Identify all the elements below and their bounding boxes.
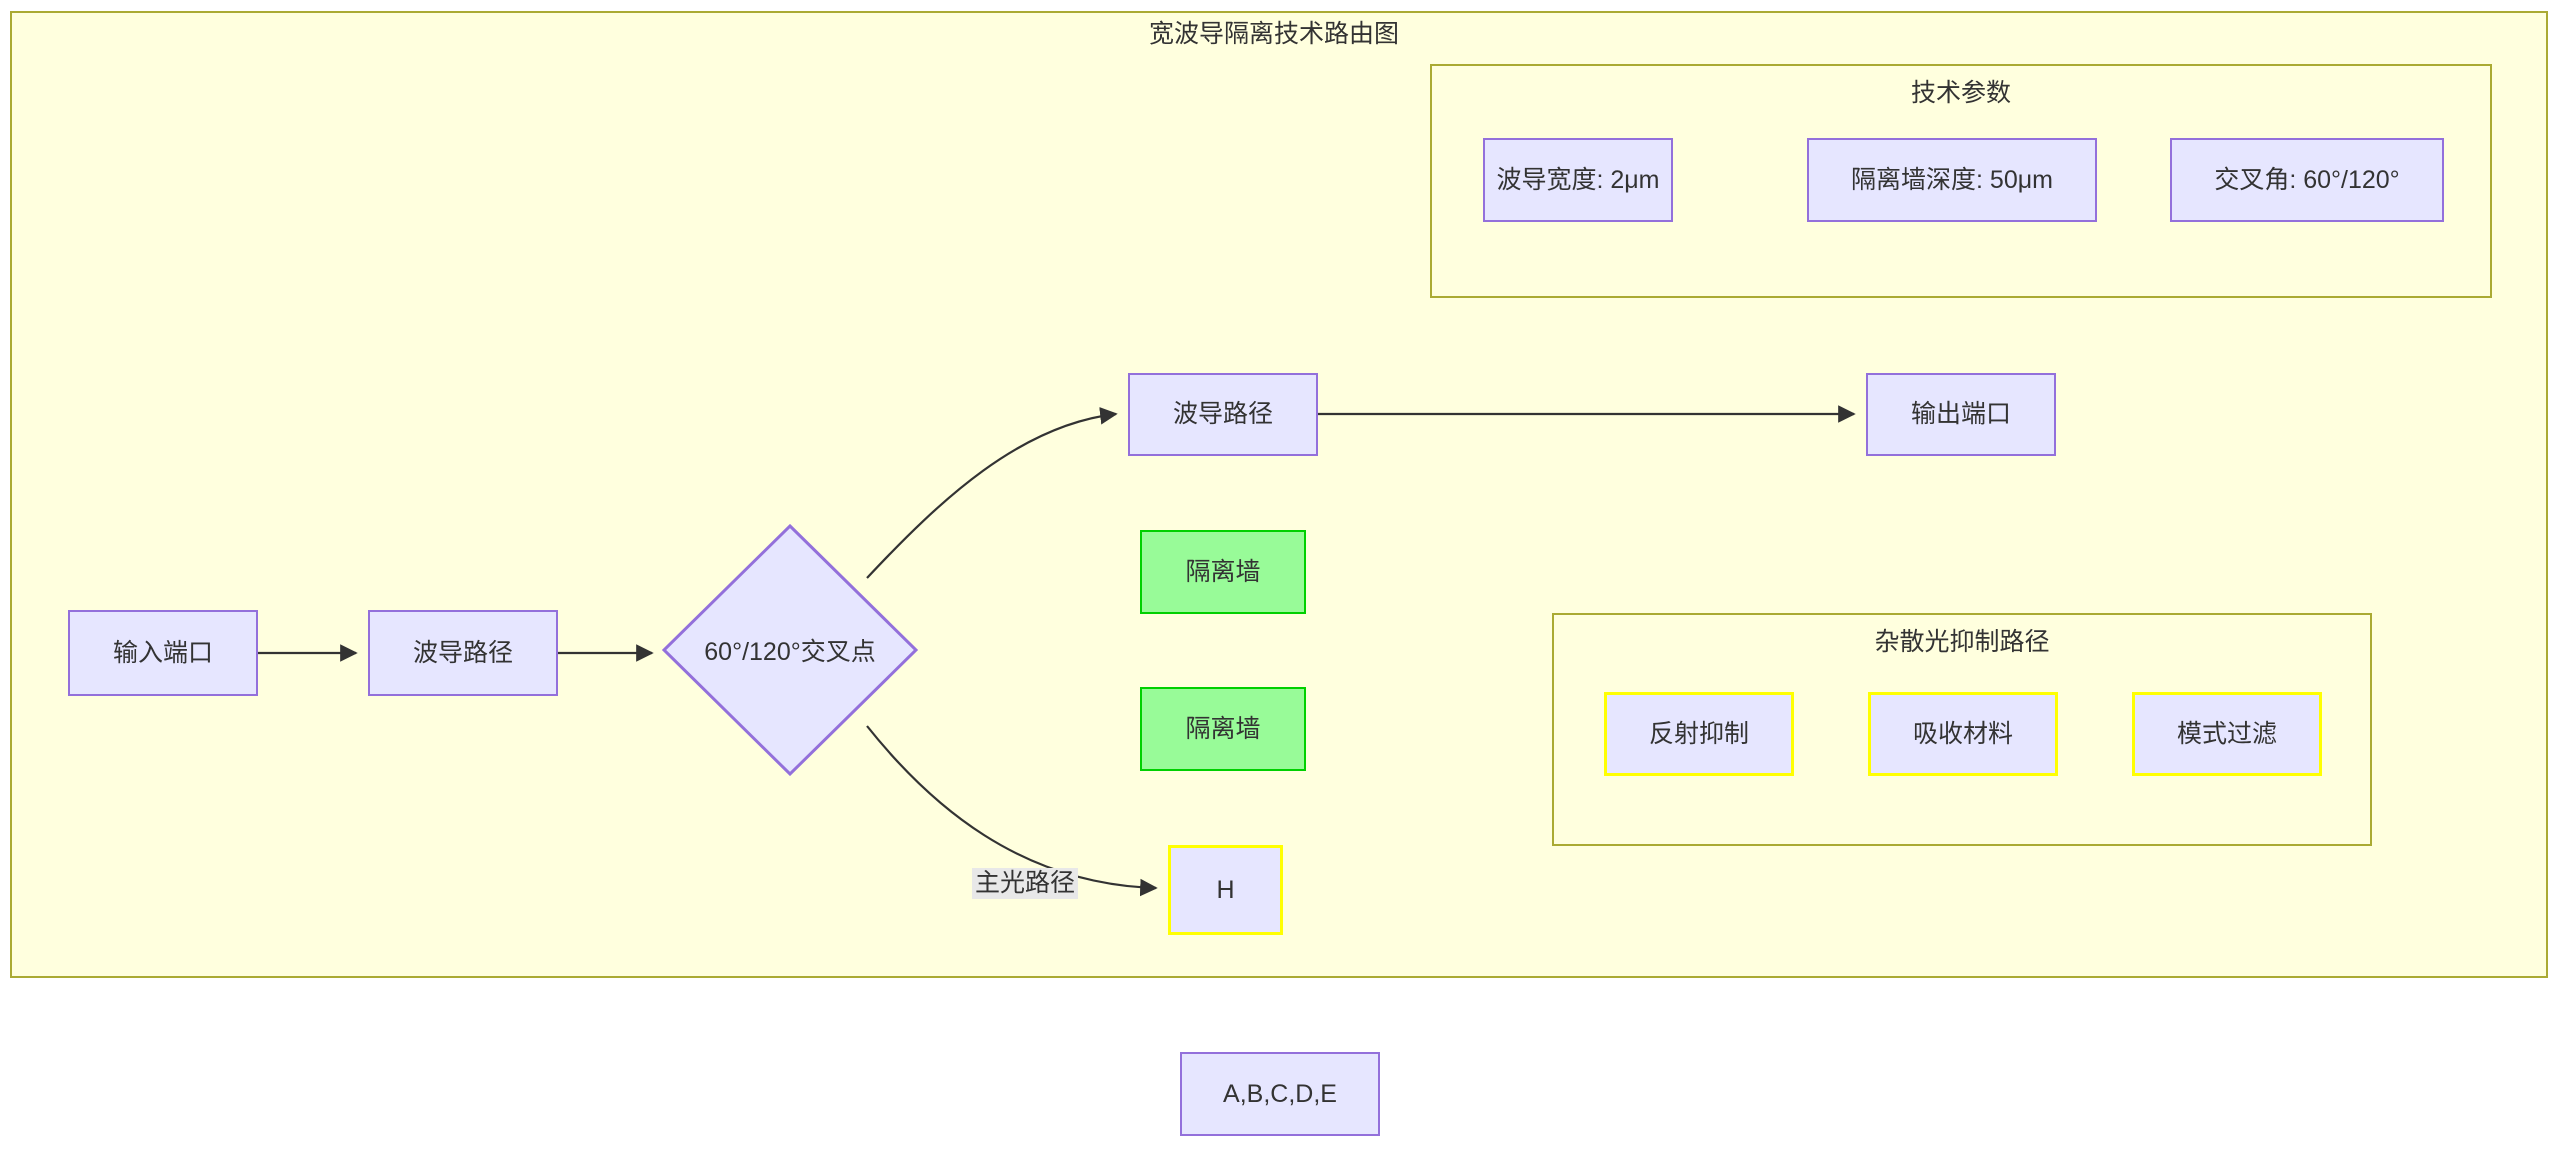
stray-light-reflection-suppression[interactable]: 反射抑制	[1604, 692, 1794, 776]
page-title: 宽波导隔离技术路由图	[1148, 20, 1399, 48]
tech-param-waveguide-width-label: 波导宽度: 2μm	[1496, 165, 1660, 194]
node-output-port[interactable]: 输出端口	[1866, 373, 2056, 456]
node-input-port[interactable]: 输入端口	[68, 610, 258, 696]
node-input-port-label: 输入端口	[112, 638, 213, 667]
node-isolation-wall-1[interactable]: 隔离墙	[1140, 530, 1306, 614]
node-crossing-point-label: 60°/120°交叉点	[704, 638, 876, 666]
node-legend-abcde-label: A,B,C,D,E	[1223, 1079, 1337, 1108]
stray-light-cluster-label: 杂散光抑制路径	[1874, 628, 2050, 656]
diamond-shape-icon	[662, 524, 918, 776]
node-h[interactable]: H	[1168, 845, 1283, 935]
tech-params-cluster-label: 技术参数	[1910, 79, 2011, 107]
node-isolation-wall-1-label: 隔离墙	[1185, 557, 1261, 586]
stray-light-reflection-suppression-label: 反射抑制	[1648, 719, 1749, 748]
node-crossing-point[interactable]: 60°/120°交叉点	[662, 524, 918, 776]
node-waveguide-path-upper[interactable]: 波导路径	[1128, 373, 1318, 456]
stray-light-absorbing-material[interactable]: 吸收材料	[1868, 692, 2058, 776]
node-waveguide-path-main[interactable]: 波导路径	[368, 610, 558, 696]
node-waveguide-path-main-label: 波导路径	[412, 638, 513, 667]
node-isolation-wall-2[interactable]: 隔离墙	[1140, 687, 1306, 771]
node-legend-abcde[interactable]: A,B,C,D,E	[1180, 1052, 1380, 1136]
stray-light-mode-filter[interactable]: 模式过滤	[2132, 692, 2322, 776]
tech-param-waveguide-width[interactable]: 波导宽度: 2μm	[1483, 138, 1673, 222]
stray-light-absorbing-material-label: 吸收材料	[1912, 719, 2013, 748]
edge-label-main-light-path: 主光路径	[972, 868, 1079, 899]
node-h-label: H	[1216, 875, 1235, 904]
tech-param-wall-depth[interactable]: 隔离墙深度: 50μm	[1807, 138, 2097, 222]
node-isolation-wall-2-label: 隔离墙	[1185, 714, 1261, 743]
stray-light-mode-filter-label: 模式过滤	[2176, 719, 2277, 748]
tech-param-wall-depth-label: 隔离墙深度: 50μm	[1851, 165, 2053, 194]
tech-param-crossing-angle[interactable]: 交叉角: 60°/120°	[2170, 138, 2444, 222]
node-output-port-label: 输出端口	[1910, 400, 2011, 429]
node-waveguide-path-upper-label: 波导路径	[1172, 400, 1273, 429]
tech-param-crossing-angle-label: 交叉角: 60°/120°	[2214, 165, 2400, 194]
